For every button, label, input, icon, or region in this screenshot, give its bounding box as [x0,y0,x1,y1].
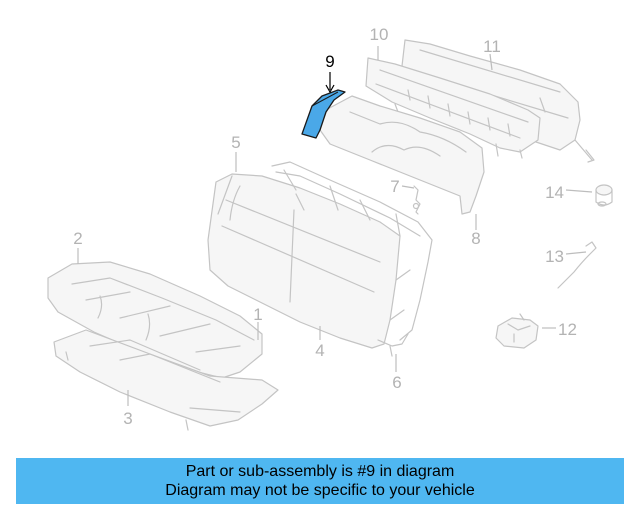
callout-7: 7 [390,177,399,196]
part-5-shape [271,161,433,341]
callout-5: 5 [231,133,240,152]
part-3-shape [53,329,279,431]
parts-diagram: 9 10 11 5 7 14 8 2 13 1 12 4 6 3 [47,25,613,431]
callout-12: 12 [558,320,577,339]
part-8-shape [319,95,485,215]
part-7-shape [412,185,421,215]
leader-lines [77,46,593,406]
callout-6: 6 [392,373,401,392]
part-6-shape [377,333,409,357]
part-14-shape [595,184,613,207]
banner-line-2: Diagram may not be specific to your vehi… [165,482,475,499]
callout-14: 14 [545,183,564,202]
info-banner: Part or sub-assembly is #9 in diagram Di… [16,458,624,504]
callout-3: 3 [123,409,132,428]
callout-4: 4 [315,341,324,360]
callout-2: 2 [73,229,82,248]
callout-9: 9 [325,52,334,71]
callout-10: 10 [370,25,389,44]
callout-8: 8 [471,229,480,248]
callout-13: 13 [545,247,564,266]
part-13-shape [557,241,597,289]
banner-line-1: Part or sub-assembly is #9 in diagram [185,463,455,480]
part-12-shape [495,313,539,349]
callout-1: 1 [253,305,262,324]
part-2-shape [47,261,263,379]
part-9-highlight [301,89,346,139]
callout-11: 11 [483,37,501,56]
